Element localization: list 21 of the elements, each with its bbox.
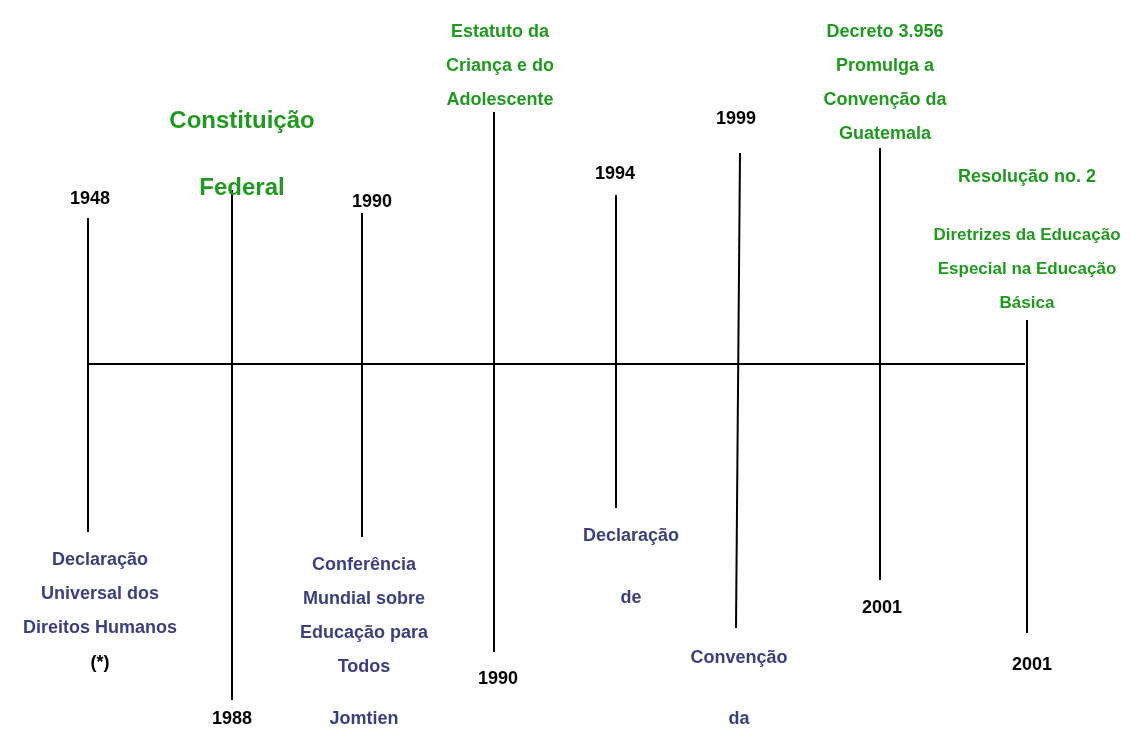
year-label: 1988 xyxy=(210,708,253,728)
event-label: Declaração xyxy=(581,524,681,547)
event-label: de xyxy=(619,586,643,609)
year-label: 1990 xyxy=(350,190,393,213)
year-label: 1999 xyxy=(714,107,757,130)
event-label: Decreto 3.956 Promulga a Convenção da Guatemala xyxy=(822,20,948,145)
event-label: Conferência Mundial sobre Educação para Todos xyxy=(298,553,430,678)
event-label: Convenção xyxy=(689,646,789,669)
year-label: 1994 xyxy=(593,162,636,185)
year-label: 1990 xyxy=(476,667,519,690)
year-label: 2001 xyxy=(1010,653,1053,676)
event-label: Constituição Federal xyxy=(168,105,316,202)
event-label: da xyxy=(727,707,751,729)
year-label: (*) xyxy=(89,651,111,674)
event-label: Jomtien xyxy=(328,708,400,728)
year-label: 1948 xyxy=(68,187,111,210)
event-label: Estatuto da Criança e do Adolescente xyxy=(444,20,555,111)
year-label: 2001 xyxy=(860,596,903,619)
event-label: Diretrizes da Educação Especial na Educação Básica xyxy=(932,224,1122,314)
event-label: Declaração Universal dos Direitos Humanos xyxy=(22,548,178,639)
event-label: Resolução no. 2 xyxy=(956,165,1097,188)
